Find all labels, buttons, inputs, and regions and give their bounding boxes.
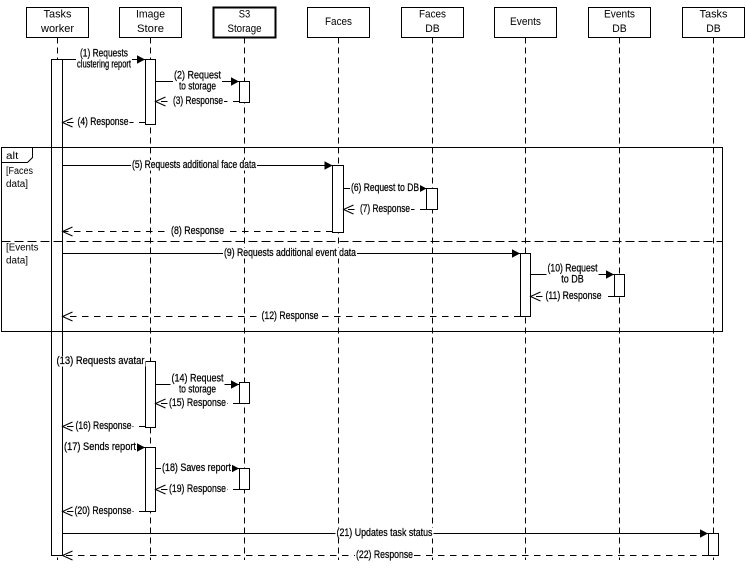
svg-text:(11) Response: (11) Response (546, 290, 602, 302)
svg-text:(10) Request: (10) Request (548, 263, 598, 275)
svg-text:Store: Store (137, 23, 164, 35)
svg-text:(16) Response: (16) Response (76, 420, 132, 432)
svg-text:(6) Request to DB: (6) Request to DB (351, 182, 419, 194)
svg-text:to storage: to storage (179, 81, 216, 93)
svg-text:Image: Image (136, 9, 165, 21)
svg-text:Faces: Faces (325, 16, 352, 28)
svg-text:Storage: Storage (228, 23, 262, 35)
svg-text:data]: data] (6, 256, 28, 267)
svg-text:Tasks: Tasks (44, 9, 72, 21)
svg-text:(20) Response: (20) Response (75, 505, 132, 517)
svg-text:(7) Response: (7) Response (360, 203, 410, 215)
svg-text:DB: DB (706, 23, 721, 35)
svg-text:(2) Request: (2) Request (174, 70, 221, 82)
svg-text:data]: data] (6, 179, 28, 190)
svg-text:clustering report: clustering report (77, 59, 131, 71)
svg-text:(18) Saves report: (18) Saves report (162, 462, 231, 474)
svg-text:(3) Response: (3) Response (173, 95, 223, 107)
svg-text:(19) Response: (19) Response (169, 483, 226, 495)
svg-text:(4) Response: (4) Response (78, 116, 129, 128)
svg-text:(15) Response: (15) Response (169, 397, 226, 409)
svg-text:alt: alt (6, 151, 19, 162)
svg-text:DB: DB (612, 23, 627, 35)
svg-text:Faces: Faces (419, 9, 446, 21)
svg-text:[Faces: [Faces (6, 166, 33, 177)
svg-text:Tasks: Tasks (700, 9, 728, 21)
svg-text:(8) Response: (8) Response (171, 225, 224, 237)
svg-text:worker: worker (40, 23, 74, 35)
svg-text:(22) Response: (22) Response (356, 549, 413, 561)
svg-text:to storage: to storage (179, 384, 216, 396)
svg-text:(14) Request: (14) Request (172, 373, 224, 385)
svg-text:(17) Sends report: (17) Sends report (64, 441, 136, 453)
svg-text:(12) Response: (12) Response (262, 310, 319, 322)
svg-text:to DB: to DB (561, 274, 584, 286)
svg-text:(13) Requests avatar: (13) Requests avatar (57, 355, 145, 367)
svg-text:DB: DB (425, 23, 440, 35)
svg-text:[Events: [Events (6, 243, 39, 254)
svg-text:Events: Events (510, 16, 541, 28)
svg-text:(21) Updates task status: (21) Updates task status (337, 527, 433, 539)
svg-text:(5) Requests additional face d: (5) Requests additional face data (132, 159, 257, 171)
svg-text:S3: S3 (239, 9, 251, 21)
svg-text:(1) Requests: (1) Requests (80, 48, 128, 60)
svg-text:(9) Requests additional event: (9) Requests additional event data (224, 247, 357, 259)
svg-text:Events: Events (604, 9, 635, 21)
